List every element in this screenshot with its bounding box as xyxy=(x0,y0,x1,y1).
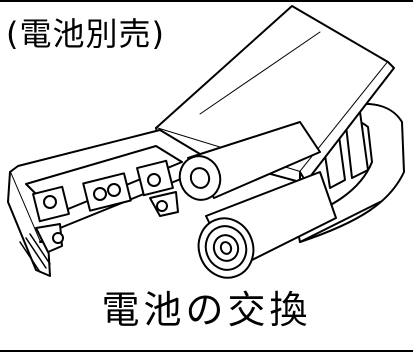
batteries-sold-separately-note: (電池別売) xyxy=(6,15,165,53)
bottom-border xyxy=(0,350,413,352)
top-border xyxy=(0,0,413,2)
battery-icon-front xyxy=(190,172,336,285)
battery-compartment-icon xyxy=(8,130,200,276)
battery-icon xyxy=(174,122,320,206)
caption-title: 電池の交換 xyxy=(101,288,312,332)
battery-replacement-illustration xyxy=(0,2,413,292)
